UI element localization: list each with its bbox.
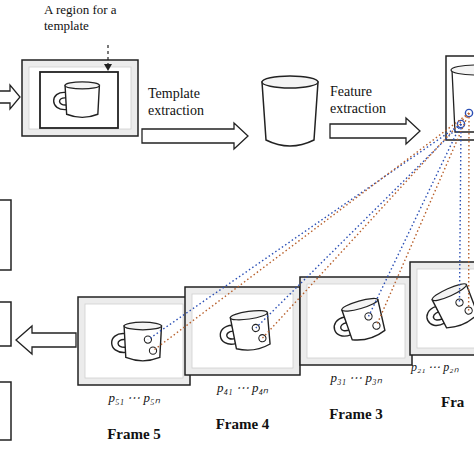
correspondence-line xyxy=(459,124,461,303)
frame-inner xyxy=(29,67,131,129)
frame-box: p₃₁ ⋯ p₃ₙFrame 3 xyxy=(300,277,412,365)
frame-outline xyxy=(410,262,474,355)
process-arrow xyxy=(0,85,20,109)
process-arrow xyxy=(16,326,76,354)
frame-inner xyxy=(85,304,183,378)
correspondence-line xyxy=(262,113,469,338)
callout-leader xyxy=(107,45,108,66)
process-arrow xyxy=(330,118,420,144)
frame-box: p₂₁ ⋯ p₂ₙFra xyxy=(410,262,474,355)
mug-drawing xyxy=(112,322,162,361)
frame-label: Frame 4 xyxy=(185,416,300,433)
correspondence-line xyxy=(468,113,470,311)
frame-inner xyxy=(307,284,405,358)
step-label: Feature extraction xyxy=(330,84,418,118)
template-image xyxy=(262,76,318,146)
frame-label: Fra xyxy=(441,394,471,411)
frame-box: p₅₁ ⋯ p₅ₙFrame 5 xyxy=(78,297,190,385)
partial-box xyxy=(0,382,11,440)
callout-head xyxy=(104,64,112,71)
frame-inner xyxy=(417,269,474,348)
template-region xyxy=(40,72,118,128)
frame-inner xyxy=(192,294,293,368)
feature-point xyxy=(364,312,373,321)
step-label: Template extraction xyxy=(148,86,240,120)
frame-label: Frame 3 xyxy=(300,406,412,423)
correspondence-line xyxy=(153,113,469,351)
frame-outline xyxy=(300,277,412,365)
partial-box xyxy=(0,200,11,270)
correspondence-line xyxy=(148,124,461,340)
point-set-label: p₂₁ ⋯ p₂ₙ xyxy=(411,358,471,375)
mug-drawing xyxy=(218,309,273,354)
point-set-label: p₅₁ ⋯ p₅ₙ xyxy=(78,388,190,406)
point-set-label: p₄₁ ⋯ p₄ₙ xyxy=(185,378,300,396)
frame-box: p₄₁ ⋯ p₄ₙFrame 4 xyxy=(185,287,300,375)
point-set-label: p₃₁ ⋯ p₃ₙ xyxy=(300,368,412,386)
partial-box xyxy=(0,302,11,346)
process-arrow xyxy=(142,123,248,149)
correspondence-line xyxy=(376,113,469,326)
frame-outline xyxy=(185,287,300,375)
mug-drawing xyxy=(329,296,388,347)
mug-drawing xyxy=(54,82,100,117)
frame-outline xyxy=(22,60,138,136)
mug-drawing xyxy=(419,281,474,337)
frame-outline xyxy=(78,297,190,385)
frame-label: Frame 5 xyxy=(78,426,190,443)
correspondence-line xyxy=(369,124,461,316)
callout-text: A region for a template xyxy=(44,2,142,33)
